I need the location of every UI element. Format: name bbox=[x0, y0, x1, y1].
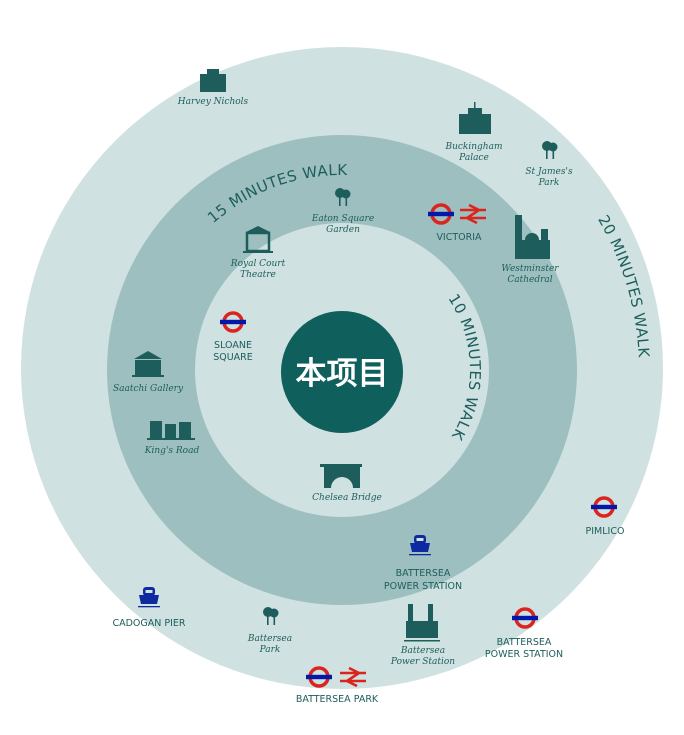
building-icon bbox=[200, 69, 226, 92]
landmark-battersea-power-station: Battersea bbox=[400, 646, 445, 656]
power-station-icon bbox=[404, 604, 440, 642]
pier-battersea-power-station-line2: POWER STATION bbox=[384, 581, 462, 592]
pier-cadogan: CADOGAN PIER bbox=[112, 618, 185, 629]
station-battersea-park: BATTERSEA PARK bbox=[296, 694, 379, 705]
landmark-harvey-nichols: Harvey Nichols bbox=[177, 97, 249, 107]
landmark-royal-court-line2: Theatre bbox=[240, 270, 276, 280]
shops-icon bbox=[147, 421, 195, 440]
bridge-icon bbox=[320, 464, 362, 488]
pier-battersea-power-station: BATTERSEA bbox=[396, 568, 451, 579]
landmark-saatchi-gallery: Saatchi Gallery bbox=[113, 384, 184, 394]
landmark-westminster-cathedral-line2: Cathedral bbox=[507, 275, 552, 285]
station-victoria: VICTORIA bbox=[436, 232, 482, 243]
landmark-royal-court: Royal Court bbox=[230, 259, 286, 269]
gallery-icon bbox=[132, 351, 164, 377]
project-label: 本项目 bbox=[296, 356, 389, 392]
station-sloane-square: SLOANE bbox=[214, 340, 252, 351]
cathedral-icon bbox=[515, 215, 550, 259]
landmark-battersea-power-station-line2: Power Station bbox=[390, 657, 455, 667]
landmark-battersea-park: Battersea bbox=[247, 634, 292, 644]
landmark-eaton-square: Eaton Square bbox=[311, 214, 374, 224]
station-battersea-power-station: BATTERSEA bbox=[497, 637, 552, 648]
landmark-st-james-park-line2: Park bbox=[538, 178, 560, 188]
station-pimlico: PIMLICO bbox=[586, 526, 625, 537]
landmark-chelsea-bridge: Chelsea Bridge bbox=[312, 493, 382, 503]
landmark-buckingham-palace: Buckingham bbox=[444, 142, 502, 152]
station-battersea-power-station-line2: POWER STATION bbox=[485, 649, 563, 660]
theatre-icon bbox=[243, 226, 273, 253]
landmark-eaton-square-line2: Garden bbox=[326, 225, 360, 235]
station-sloane-square-line2: SQUARE bbox=[213, 352, 253, 363]
landmark-battersea-park-line2: Park bbox=[259, 645, 281, 655]
landmark-kings-road: King's Road bbox=[144, 446, 200, 456]
landmark-buckingham-palace-line2: Palace bbox=[458, 153, 489, 163]
landmark-westminster-cathedral: Westminster bbox=[501, 264, 559, 274]
palace-icon bbox=[459, 102, 491, 134]
project-center bbox=[281, 311, 403, 433]
landmark-st-james-park: St James's bbox=[525, 167, 573, 177]
